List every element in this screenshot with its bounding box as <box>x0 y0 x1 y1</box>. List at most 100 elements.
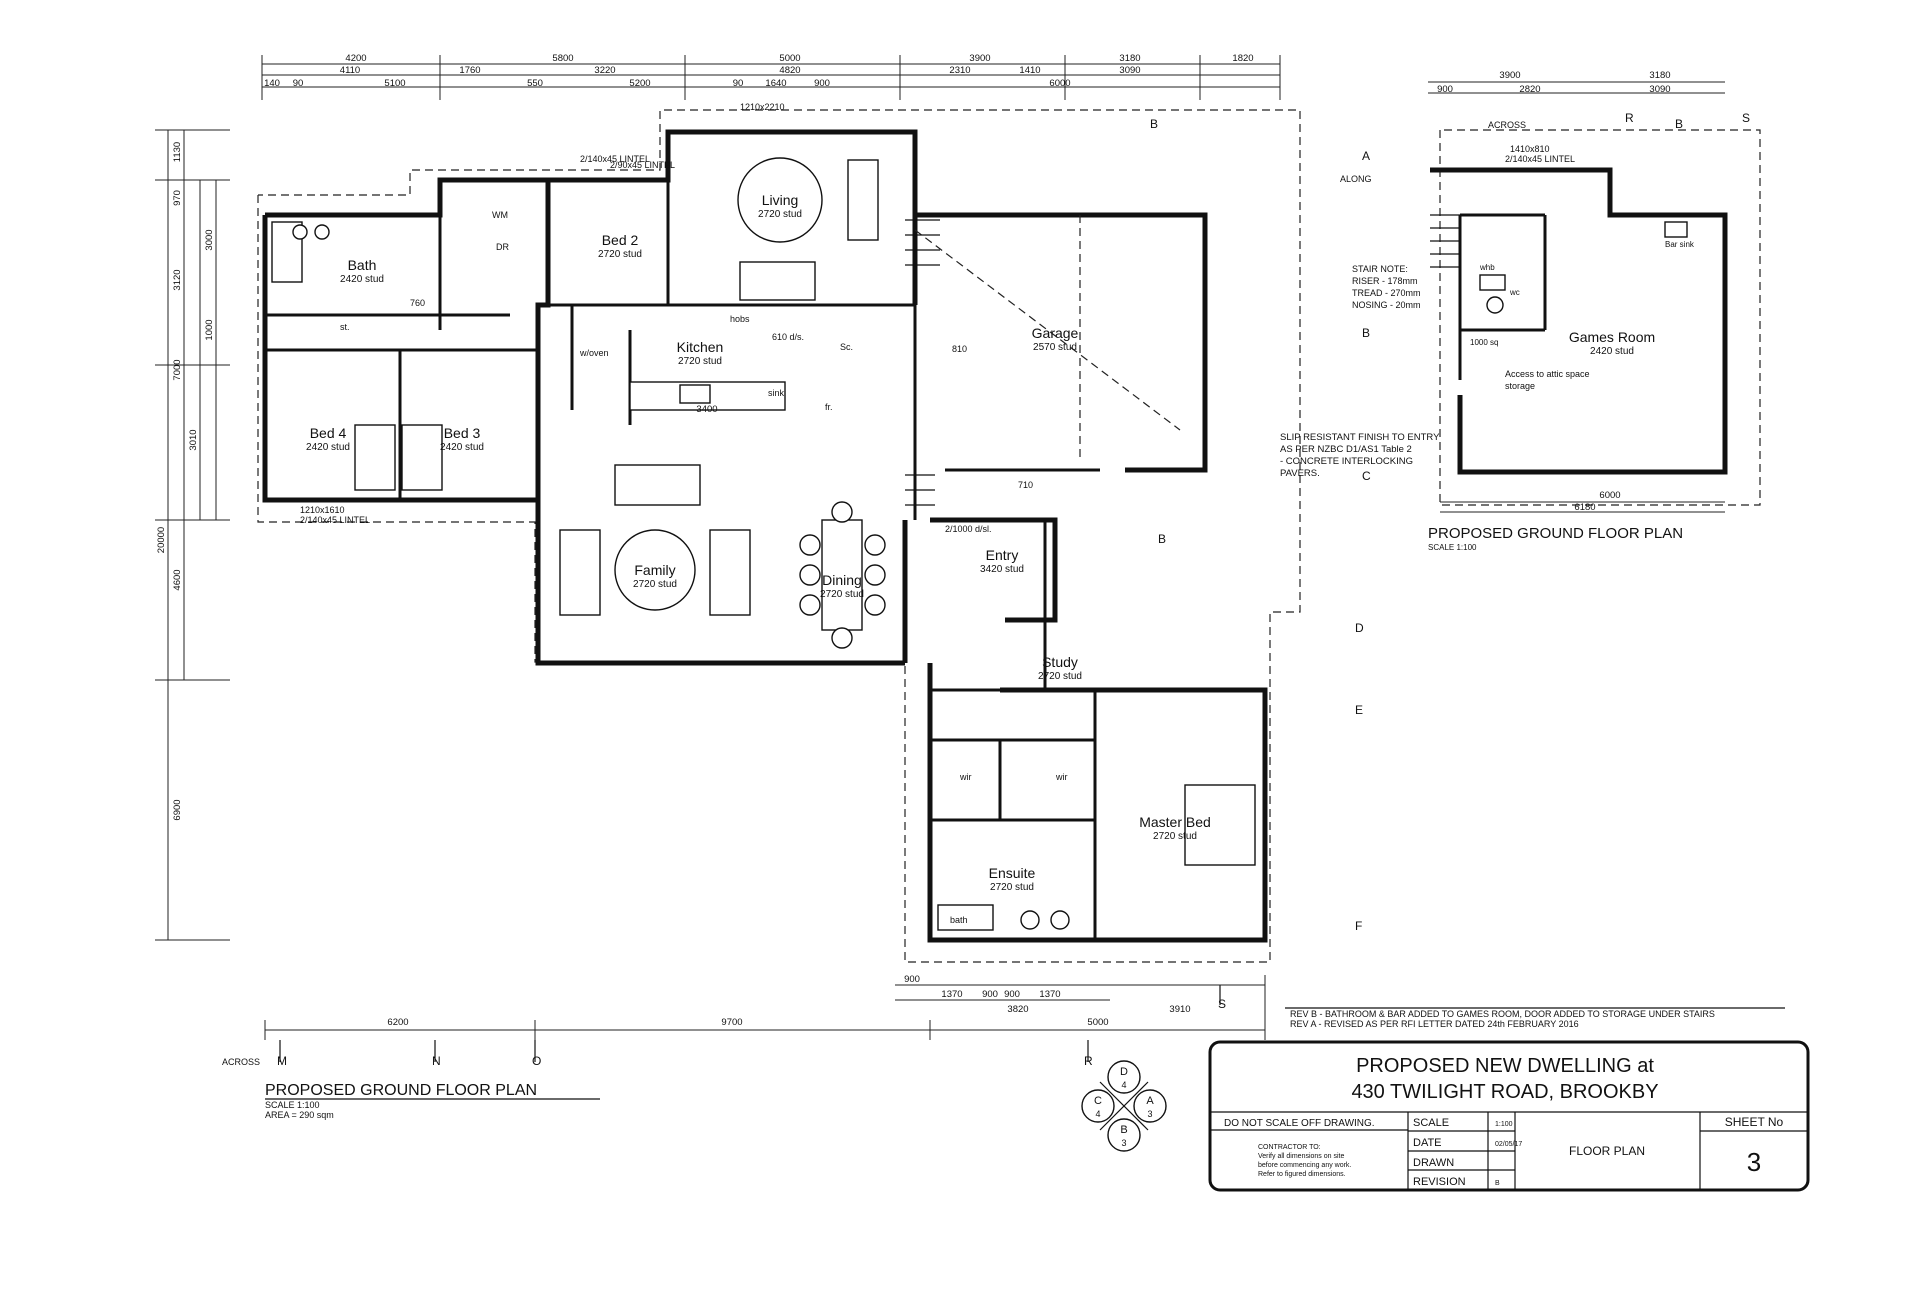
label-hobs: hobs <box>730 314 750 324</box>
sheet-number: 3 <box>1747 1147 1761 1177</box>
stair-note-3: TREAD - 270mm <box>1352 288 1421 298</box>
room-master-bed-stud: 2720 stud <box>1153 831 1197 842</box>
room-ensuite: Ensuite <box>989 865 1036 881</box>
dim-top-3: 5000 <box>779 53 800 64</box>
room-dining: Dining <box>822 572 862 588</box>
do-not-scale-warning: DO NOT SCALE OFF DRAWING. <box>1224 1118 1375 1129</box>
dim-bottom-s2: 1370 <box>941 989 962 1000</box>
field-revision-value: B <box>1495 1180 1500 1187</box>
contractor-note-2: Verify all dimensions on site <box>1258 1153 1344 1160</box>
fixture-labels: st. WM DR hobs sink w/oven fr. Sc. 610 d… <box>300 102 1068 925</box>
games-dim-bottom-1: 6000 <box>1599 490 1620 501</box>
room-dining-stud: 2720 stud <box>820 589 864 600</box>
field-date-value: 02/05/17 <box>1495 1141 1522 1148</box>
marker-b-top: B <box>1150 117 1158 131</box>
label-ensuite-bath: bath <box>950 915 968 925</box>
slip-resistant-note: SLIP RESISTANT FINISH TO ENTRY AS PER NZ… <box>1280 432 1440 479</box>
label-dr: DR <box>496 242 509 252</box>
games-lintel-2: 2/140x45 LINTEL <box>1505 154 1575 164</box>
section-key: D 4 C 4 A 3 B 3 <box>1081 1060 1167 1152</box>
label-wir-2: wir <box>1055 772 1068 782</box>
key-c: C <box>1094 1095 1102 1107</box>
room-entry-stud: 3420 stud <box>980 564 1024 575</box>
storage-note-1: Access to attic space <box>1505 369 1590 379</box>
dim-bottom-1: 6200 <box>387 1017 408 1028</box>
label-lintel-4: 1210x1610 <box>300 505 345 515</box>
project-title-line-2: 430 TWILIGHT ROAD, BROOKBY <box>1351 1081 1658 1103</box>
room-study: Study <box>1042 654 1078 670</box>
label-wm: WM <box>492 210 508 220</box>
room-master-bed: Master Bed <box>1139 814 1211 830</box>
label-wall-oven: w/oven <box>579 348 609 358</box>
key-d-num: 4 <box>1121 1080 1126 1090</box>
room-kitchen: Kitchen <box>677 339 724 355</box>
dim-bottom-4: 5000 <box>1087 1017 1108 1028</box>
storage-note-2: storage <box>1505 381 1535 391</box>
field-scale-label: SCALE <box>1413 1117 1449 1129</box>
label-sink: sink <box>768 388 785 398</box>
contractor-note-3: before commencing any work. <box>1258 1162 1351 1169</box>
games-room-name: Games Room <box>1569 329 1655 345</box>
dim-bottom-s4: 900 <box>1004 989 1020 1000</box>
label-door-710: 710 <box>1018 480 1033 490</box>
dim-bottom-s1: 900 <box>904 974 920 985</box>
marker-e: E <box>1355 703 1363 717</box>
dim-left-6: 7000 <box>172 359 183 380</box>
games-plan-title: PROPOSED GROUND FLOOR PLAN <box>1428 525 1683 542</box>
games-marker-r: R <box>1625 111 1634 125</box>
dim-top-r2-2: 1760 <box>459 65 480 76</box>
revision-b-note: REV B - BATHROOM & BAR ADDED TO GAMES RO… <box>1290 1009 1715 1019</box>
dim-left-1: 1130 <box>172 142 183 162</box>
dim-left-10: 6900 <box>172 799 183 820</box>
games-marker-a: A <box>1362 149 1370 163</box>
games-plan-scale: SCALE 1:100 <box>1428 543 1477 552</box>
project-title-line-1: PROPOSED NEW DWELLING at <box>1356 1055 1654 1077</box>
room-family: Family <box>634 562 675 578</box>
key-b: B <box>1120 1124 1127 1136</box>
label-lintel-5: 2/140x45 LINTEL <box>300 515 370 525</box>
games-room-stud: 2420 stud <box>1590 346 1634 357</box>
room-bed-2: Bed 2 <box>602 232 639 248</box>
drawing-title: FLOOR PLAN <box>1569 1144 1645 1158</box>
title-block: PROPOSED NEW DWELLING at 430 TWILIGHT RO… <box>1208 1040 1810 1192</box>
room-bed-4-stud: 2420 stud <box>306 442 350 453</box>
main-plan-caption: PROPOSED GROUND FLOOR PLAN SCALE 1:100 A… <box>265 1082 600 1120</box>
dim-bottom-s5: 1370 <box>1039 989 1060 1000</box>
games-marker-c: C <box>1362 469 1371 483</box>
label-store: st. <box>340 322 350 332</box>
room-entry: Entry <box>986 547 1019 563</box>
contractor-note-4: Refer to figured dimensions. <box>1258 1171 1346 1178</box>
room-bed-3-stud: 2420 stud <box>440 442 484 453</box>
room-labels: Bath 2420 stud Bed 2 2720 stud Living 27… <box>306 192 1211 893</box>
dim-left-7: 3010 <box>188 429 199 450</box>
games-marker-b-top: B <box>1675 117 1683 131</box>
key-d: D <box>1120 1066 1128 1078</box>
dim-top-r3-9: 6000 <box>1049 78 1070 89</box>
room-bed-2-stud: 2720 stud <box>598 249 642 260</box>
dim-left-9: 20000 <box>156 527 167 553</box>
room-bed-4: Bed 4 <box>310 425 347 441</box>
label-entry-doors: 2/1000 d/sl. <box>945 524 992 534</box>
label-lintel-3: 1210x2210 <box>740 102 785 112</box>
stair-note-2: RISER - 178mm <box>1352 276 1418 286</box>
main-plan-title: PROPOSED GROUND FLOOR PLAN <box>265 1082 537 1099</box>
dim-left-5: 1000 <box>204 319 215 340</box>
dim-top-6: 1820 <box>1232 53 1253 64</box>
marker-n: N <box>432 1054 441 1068</box>
stair-note-1: STAIR NOTE: <box>1352 264 1408 274</box>
label-door-760: 760 <box>410 298 425 308</box>
dim-top-r2-3: 3220 <box>594 65 615 76</box>
dim-bottom-2: 9700 <box>721 1017 742 1028</box>
games-dim-bottom-2: 6180 <box>1574 502 1595 513</box>
room-living: Living <box>762 192 799 208</box>
label-fridge: fr. <box>825 402 833 412</box>
room-garage-stud: 2570 stud <box>1033 342 1077 353</box>
section-markers: B B D E F M N O R S ACROSS <box>222 117 1364 1068</box>
room-ensuite-stud: 2720 stud <box>990 882 1034 893</box>
dim-top-r2-4: 4820 <box>779 65 800 76</box>
games-bar-sink: Bar sink <box>1665 240 1695 249</box>
games-door-1000: 1000 sq <box>1470 338 1498 347</box>
games-dim-r2-2: 2820 <box>1519 84 1540 95</box>
label-dishwasher: 610 d/s. <box>772 332 804 342</box>
